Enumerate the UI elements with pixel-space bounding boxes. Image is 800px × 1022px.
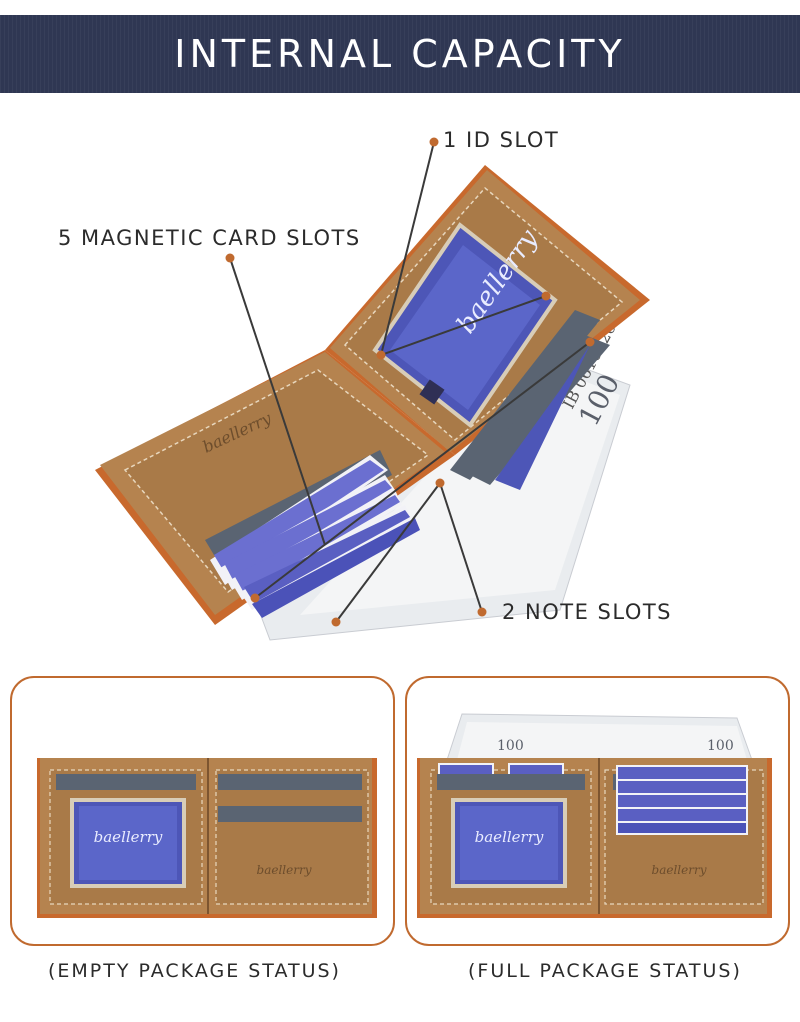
empty-card-logo: baellerry [94,828,163,846]
callout-line-id-2 [380,295,547,356]
callout-dot [435,478,445,488]
callout-dot [250,593,260,603]
full-banknote-denomination: 100 [497,738,524,754]
callout-id-slot: 1 ID SLOT [443,128,560,152]
empty-status-panel: baellerry baellerry [10,676,395,946]
header-banner: INTERNAL CAPACITY [0,15,800,93]
callout-dot [429,137,439,147]
wallet-full-illustration: 100 100 baellerry baellerry [417,713,772,918]
full-card-logo: baellerry [475,828,544,846]
callout-line-id [380,141,435,356]
callout-dot [477,607,487,617]
full-status-panel: 100 100 baellerry baellerry [405,676,790,946]
page-title: INTERNAL CAPACITY [174,32,626,76]
callout-dot [225,253,235,263]
callout-dot [376,350,386,360]
callout-line-cards [229,257,326,546]
callout-dot [541,291,551,301]
callout-line-cards-2 [254,341,591,599]
wallet-open-illustration: IB 06161268 A 100 baellerry baellerry [95,137,650,641]
callout-dot [585,337,595,347]
empty-embossed-logo: baellerry [257,863,312,877]
full-banknote-denomination-2: 100 [707,738,734,754]
callout-note-slots: 2 NOTE SLOTS [502,600,673,624]
caption-full-status: (FULL PACKAGE STATUS) [468,960,742,982]
full-embossed-logo: baellerry [652,863,707,877]
callout-dot [331,617,341,627]
callout-line-notes [439,482,483,613]
caption-empty-status: (EMPTY PACKAGE STATUS) [48,960,341,982]
callout-line-notes-2 [335,482,441,623]
wallet-empty-illustration: baellerry baellerry [37,758,377,918]
callout-card-slots: 5 MAGNETIC CARD SLOTS [58,226,361,250]
